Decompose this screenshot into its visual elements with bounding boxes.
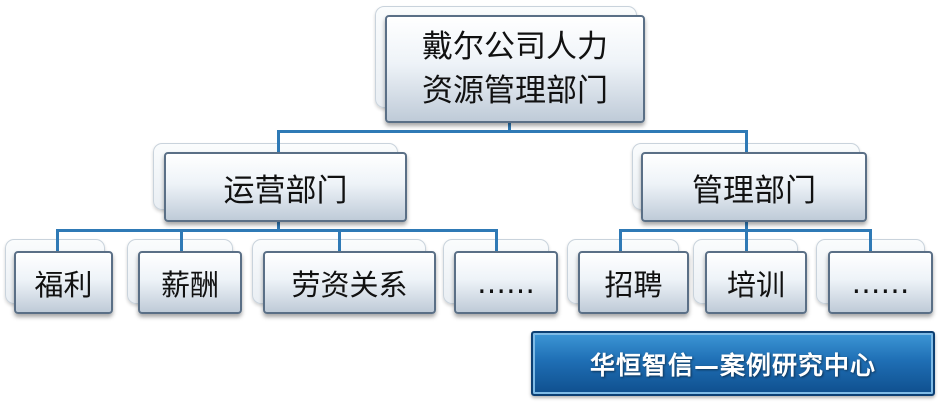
connector-to-welfare [56, 229, 59, 251]
leaf-node-salary: 薪酬 [138, 251, 242, 314]
leaf-node-labor-relations: 劳资关系 [263, 251, 436, 314]
watermark-text: 华恒智信—案例研究中心 [589, 350, 876, 380]
connector-to-mgmt-more [869, 229, 872, 251]
branch-node-operations: 运营部门 [164, 152, 407, 222]
connector-ops-bar [56, 229, 498, 232]
leaf-node-mgmt-more: …… [828, 251, 933, 314]
leaf-node-labor-relations-label: 劳资关系 [291, 267, 408, 302]
connector-to-mgmt [745, 130, 748, 153]
connector-level1-bar [277, 130, 747, 133]
connector-to-training [745, 229, 748, 251]
leaf-node-mgmt-more-label: …… [851, 265, 910, 300]
leaf-node-ops-more: …… [454, 251, 558, 314]
leaf-node-recruitment-label: 招聘 [604, 267, 663, 302]
leaf-node-training: 培训 [705, 251, 807, 314]
connector-to-labor [338, 229, 341, 251]
leaf-node-welfare: 福利 [14, 251, 113, 314]
root-node-line1: 戴尔公司人力 [422, 29, 608, 65]
connector-root-down [508, 122, 511, 132]
connector-to-ops [277, 130, 280, 153]
connector-to-recruit [619, 229, 622, 251]
leaf-node-ops-more-label: …… [477, 265, 535, 300]
connector-ops-down [277, 222, 280, 231]
connector-mgmt-down [745, 222, 748, 231]
leaf-node-welfare-label: 福利 [34, 267, 93, 302]
leaf-node-recruitment: 招聘 [578, 251, 689, 314]
root-node: 戴尔公司人力 资源管理部门 [385, 15, 645, 123]
watermark-banner: 华恒智信—案例研究中心 [531, 331, 935, 396]
root-node-line2: 资源管理部门 [422, 73, 608, 109]
leaf-node-salary-label: 薪酬 [160, 267, 219, 302]
branch-node-management: 管理部门 [641, 152, 867, 222]
connector-to-salary [180, 229, 183, 251]
leaf-node-training-label: 培训 [726, 267, 785, 302]
connector-to-ops-more [495, 229, 498, 251]
branch-node-management-label: 管理部门 [692, 172, 816, 209]
branch-node-operations-label: 运营部门 [223, 172, 348, 209]
